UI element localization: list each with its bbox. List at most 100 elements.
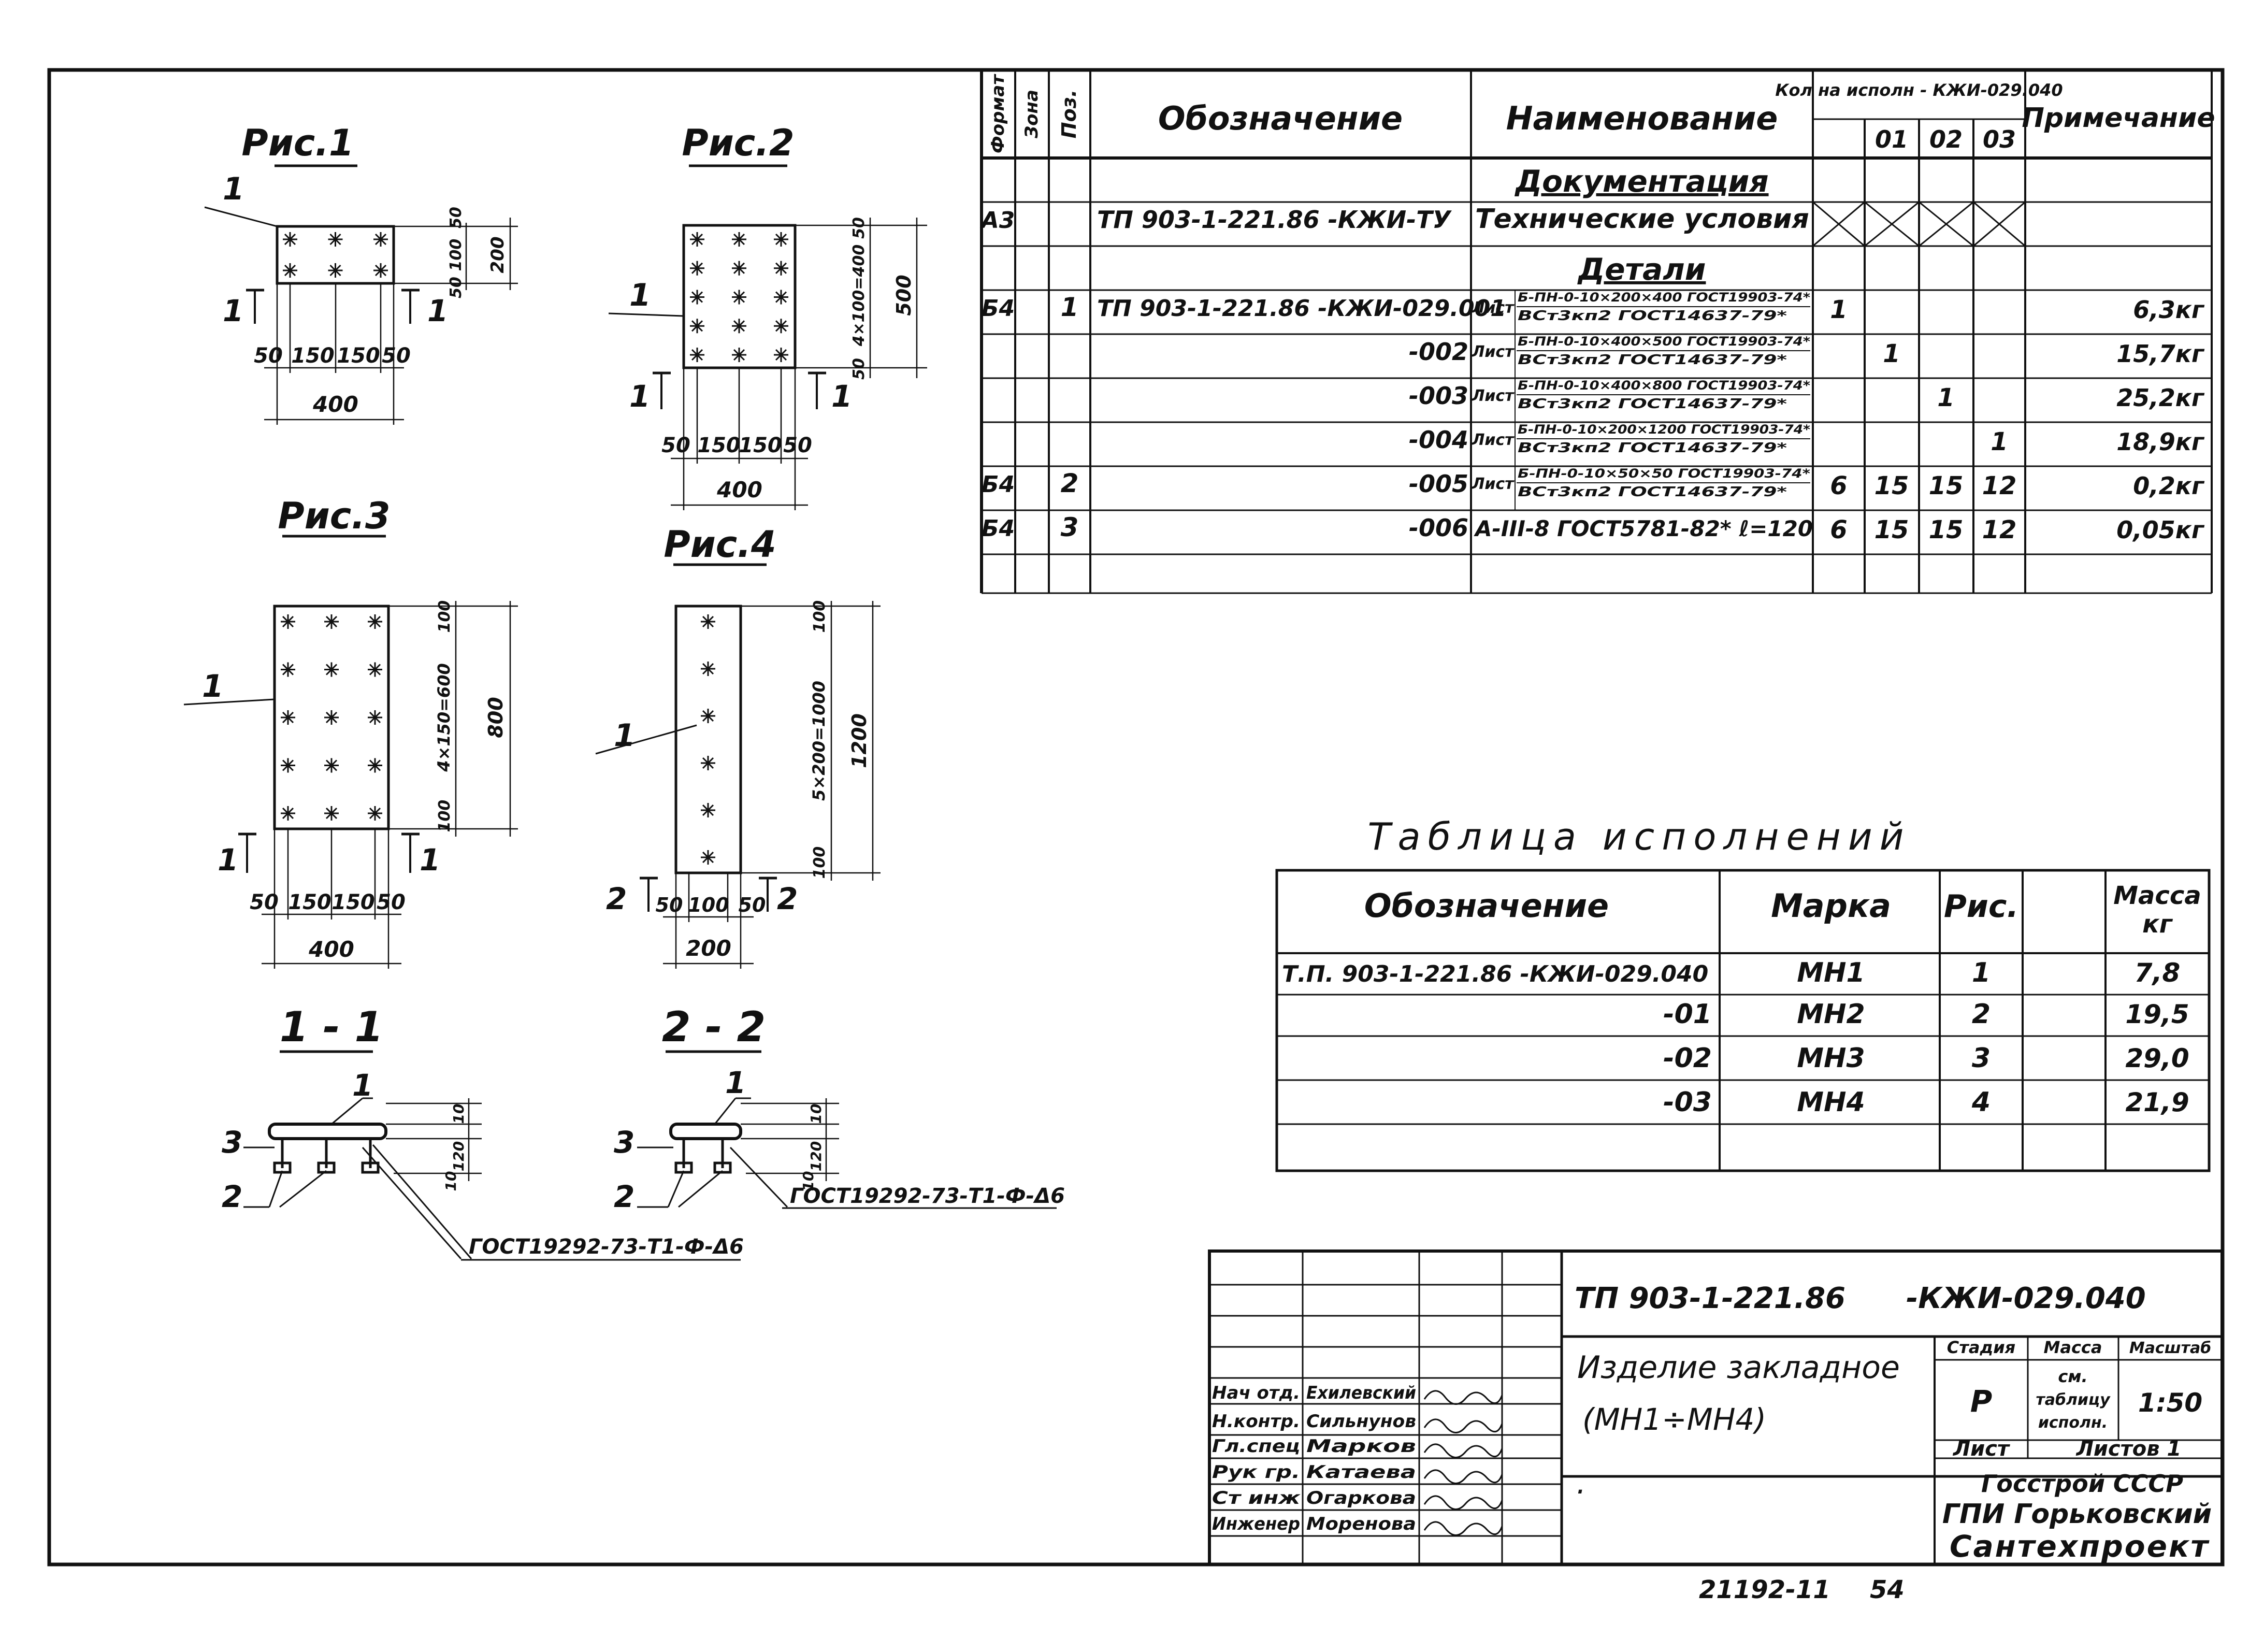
variants-cell-designation: -03	[1663, 1087, 1712, 1118]
svg-text:120: 120	[450, 1141, 467, 1171]
spec-cell-list: Лист	[1471, 475, 1515, 493]
section-2-2-plate	[669, 1123, 742, 1140]
svg-text:150: 150	[697, 434, 741, 457]
svg-text:100: 100	[436, 600, 454, 633]
stud-mark	[774, 290, 788, 305]
fig1-cut-left: 1	[223, 293, 243, 328]
svg-text:Лист: Лист	[1953, 1437, 2011, 1461]
spec-cell-format: Б4	[982, 515, 1015, 542]
variants-cell-fig: 1	[1972, 957, 1991, 988]
spec-cell-name-bottom: ВСт3кп2 ГОСТ14637-79*	[1518, 484, 1787, 500]
fig4-studs	[701, 614, 715, 865]
svg-text:150: 150	[739, 434, 782, 457]
svg-text:50: 50	[850, 358, 868, 380]
spec-cell-qty: 1	[1830, 295, 1847, 324]
svg-text:Листов 1: Листов 1	[2076, 1437, 2182, 1461]
fig1-leader: 1	[223, 171, 244, 207]
spec-cell-name-bottom: ВСт3кп2 ГОСТ14637-79*	[1518, 308, 1787, 324]
stamp-title-2: (МН1÷МН4)	[1582, 1402, 1766, 1437]
svg-text:150: 150	[288, 890, 331, 914]
stud-mark	[281, 758, 295, 773]
variants-cell-designation: Т.П. 903-1-221.86 -КЖИ-029.040	[1282, 961, 1708, 987]
stud-mark	[690, 232, 704, 247]
signature-icon	[1423, 1443, 1503, 1458]
svg-text:500: 500	[892, 275, 915, 315]
spec-section-docs: Документация	[1514, 164, 1768, 199]
stud-mark	[774, 319, 788, 334]
spec-cell-designation: -005	[1409, 470, 1468, 498]
section-1-1-title: 1 - 1	[280, 1003, 383, 1051]
svg-text:50: 50	[382, 344, 411, 368]
variants-cell-designation: -02	[1663, 1043, 1712, 1074]
stamp-name: Катаева	[1306, 1462, 1416, 1483]
stud-mark	[281, 662, 295, 677]
svg-text:2: 2	[222, 1179, 242, 1214]
svg-text:100: 100	[447, 239, 465, 271]
spec-cell-pos: 3	[1061, 512, 1079, 542]
stamp-org-1: Госстрой СССР	[1981, 1470, 2183, 1498]
fig1-studs	[283, 232, 388, 278]
stud-mark	[328, 232, 343, 247]
spec-cell-designation: ТП 903-1-221.86 -КЖИ-029.001	[1097, 295, 1506, 322]
stud-mark	[774, 261, 788, 276]
fig1-cut-right: 1	[427, 293, 448, 328]
svg-text:50: 50	[250, 890, 279, 914]
signature-icon	[1423, 1495, 1503, 1510]
spec-cell-designation: -003	[1409, 382, 1468, 410]
svg-text:50: 50	[377, 890, 406, 914]
section-2-2-title: 2 - 2	[662, 1003, 766, 1051]
svg-text:·: ·	[1575, 1474, 1584, 1510]
variants-header-mark: Марка	[1771, 887, 1891, 925]
stud-mark	[283, 232, 297, 247]
spec-cell-name: Технические условия	[1475, 204, 1809, 235]
variants-cell-mark: МН3	[1797, 1043, 1865, 1074]
fig4-leader: 1	[614, 717, 636, 754]
svg-text:200: 200	[487, 237, 508, 274]
stud-mark	[373, 263, 388, 278]
stamp-role: Инженер	[1212, 1514, 1300, 1534]
stud-mark	[324, 758, 339, 773]
spec-cell-name-bottom: ВСт3кп2 ГОСТ14637-79*	[1518, 440, 1787, 456]
svg-text:100: 100	[811, 846, 829, 879]
spec-cell-qty-03: 12	[1982, 515, 2017, 544]
section-2-2-studs	[674, 1139, 732, 1174]
spec-cell-name-top: Б-ПН-0-10×200×400 ГОСТ19903-74*	[1518, 290, 1810, 305]
stamp-name: Ехилевский	[1306, 1383, 1416, 1403]
spec-cell-name-top: Б-ПН-0-10×50×50 ГОСТ19903-74*	[1518, 466, 1811, 481]
stamp-title-1: Изделие закладное	[1577, 1349, 1900, 1386]
svg-text:1200: 1200	[848, 713, 871, 768]
svg-text:50: 50	[850, 217, 868, 239]
variants-header-designation: Обозначение	[1364, 887, 1609, 925]
stamp-person-row: Нач отд.Ехилевский	[1212, 1383, 1503, 1405]
fig3-studs	[281, 614, 382, 821]
variants-table	[1275, 869, 2211, 1172]
stud-mark	[281, 710, 295, 725]
fig2-cut-left: 1	[629, 379, 650, 414]
svg-text:2: 2	[614, 1179, 635, 1214]
svg-text:50: 50	[661, 434, 690, 457]
stud-mark	[690, 290, 704, 305]
fig4-plate	[674, 605, 742, 874]
svg-text:02: 02	[1929, 125, 1963, 153]
svg-text:50: 50	[783, 434, 812, 457]
svg-text:50: 50	[447, 207, 465, 228]
spec-section-parts: Детали	[1577, 252, 1706, 287]
stamp-person-row: Рук гр.Катаева	[1212, 1462, 1503, 1484]
stud-mark	[701, 803, 715, 817]
svg-text:400: 400	[308, 937, 354, 962]
svg-text:10: 10	[450, 1104, 467, 1124]
svg-text:Стадия: Стадия	[1947, 1338, 2015, 1357]
stud-mark	[368, 806, 382, 821]
svg-text:120: 120	[807, 1141, 825, 1171]
fig2-leader: 1	[629, 277, 651, 313]
fig4-cut-right: 2	[777, 881, 798, 916]
svg-text:800: 800	[484, 697, 507, 738]
svg-text:150: 150	[291, 344, 335, 368]
